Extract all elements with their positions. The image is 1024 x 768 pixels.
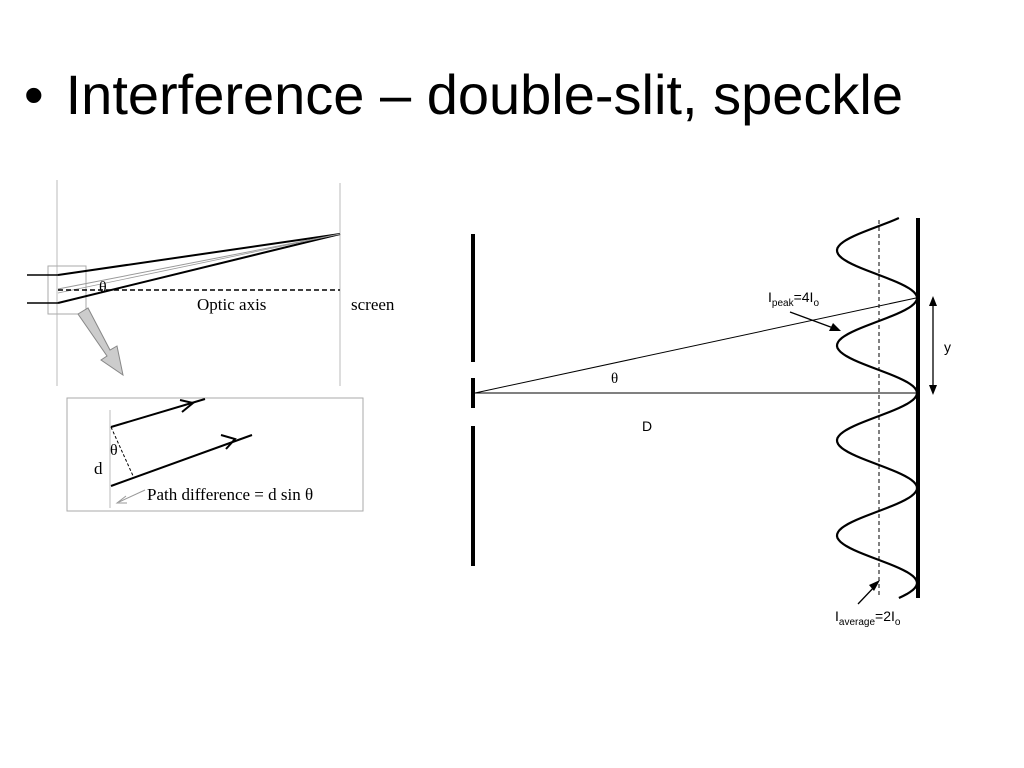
intensity-fringe-curve [835,216,919,599]
optic-axis-label: Optic axis [197,295,266,314]
theta-label-left: θ [99,279,107,296]
zoom-arrow-icon [77,307,124,377]
left-slit-diagram: θ Optic axis screen [27,180,395,386]
y-arrow-top-icon [929,296,937,306]
y-arrow-bottom-icon [929,385,937,395]
inset-perpendicular [110,426,135,479]
ray-lower [57,233,341,304]
inset-arrow-upper-icon [179,399,196,413]
path-difference-label: Path difference = d sin θ [147,485,313,504]
slide-title: • Interference – double-slit, speckle [24,62,903,127]
right-slit-diagram: y θ D Ipeak=4Io Iaverage=2Io [471,216,951,628]
y-label: y [944,339,951,355]
inset-frame [66,397,364,512]
inset-arrow-lower-icon [220,434,237,450]
theta-label-right: θ [611,371,618,387]
inset-pointer-head-icon [115,495,127,504]
inset-ray-upper [110,398,206,428]
ray-center-2 [57,233,341,294]
peak-intensity-label: Ipeak=4Io [768,289,819,309]
average-intensity-label: Iaverage=2Io [835,608,901,628]
angled-ray [474,297,917,394]
title-text: Interference – double-slit, speckle [65,63,903,126]
average-pointer-head-icon [869,580,880,591]
d-label: d [94,459,103,478]
bullet-marker: • [24,63,44,126]
peak-pointer-line [789,311,837,330]
screen-label: screen [351,295,395,314]
ray-center [57,233,341,290]
path-difference-inset: θ d Path difference = d sin θ [66,397,364,512]
inset-pointer-line [118,489,146,503]
peak-pointer-head-icon [829,323,841,331]
ray-upper [57,233,341,276]
inset-ray-lower [110,434,253,487]
distance-label: D [642,418,652,434]
theta-label-inset: θ [110,442,118,459]
